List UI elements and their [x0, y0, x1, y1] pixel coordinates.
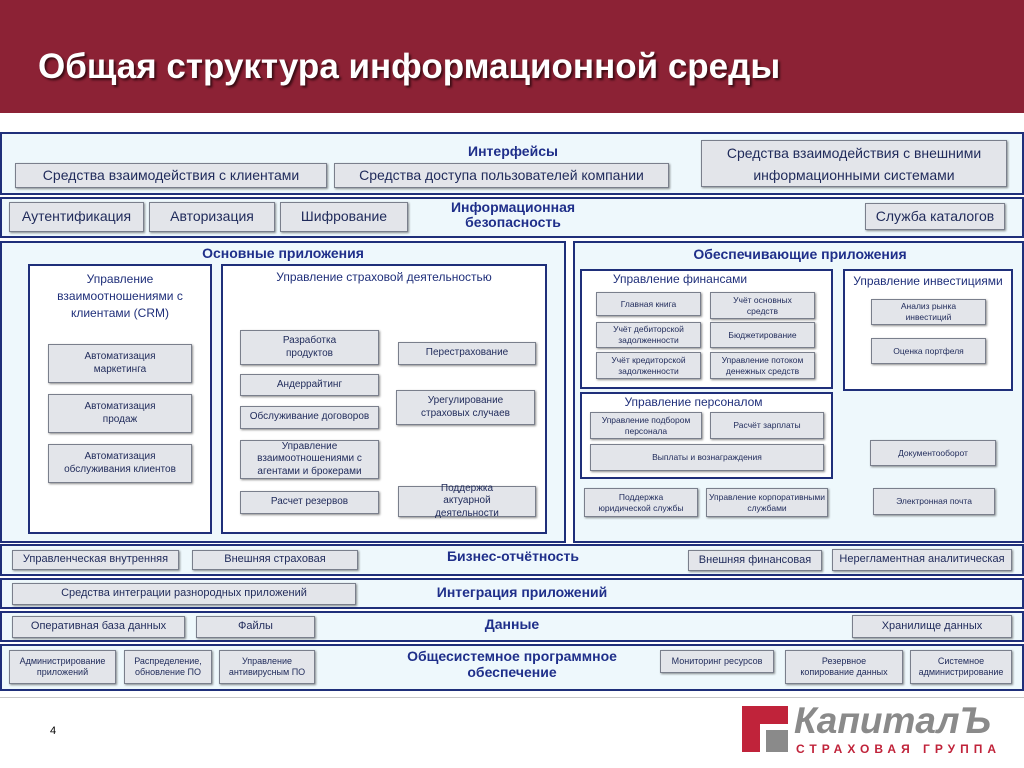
integration-tools[interactable]: Средства интеграции разнородных приложен… [12, 583, 356, 605]
company-logo: КапиталЪ СТРАХОВАЯ ГРУППА [742, 700, 1014, 764]
investment-title: Управление инвестициями [853, 274, 1003, 288]
investment-panel [843, 269, 1013, 391]
client-interaction-tools[interactable]: Средства взаимодействия с клиентами [15, 163, 327, 188]
page-title: Общая структура информационной среды [38, 47, 781, 86]
market-analysis[interactable]: Анализ рынка инвестиций [871, 299, 986, 325]
authorization-box[interactable]: Авторизация [149, 202, 275, 232]
external-financial-reporting[interactable]: Внешняя финансовая [688, 550, 822, 571]
fixed-assets[interactable]: Учёт основных средств [710, 292, 815, 319]
insurance-title: Управление страховой деятельностью [276, 270, 492, 284]
footer-divider [0, 697, 1024, 698]
support-apps-title: Обеспечивающие приложения [693, 246, 907, 262]
app-administration[interactable]: Администрирование приложений [9, 650, 116, 684]
core-apps-title: Основные приложения [202, 245, 364, 261]
user-access-tools[interactable]: Средства доступа пользователей компании [334, 163, 669, 188]
rewards[interactable]: Выплаты и вознаграждения [590, 444, 824, 471]
internal-management-reporting[interactable]: Управленческая внутренняя [12, 550, 179, 570]
system-administration[interactable]: Системное администрирование [910, 650, 1012, 684]
resource-monitoring[interactable]: Мониторинг ресурсов [660, 650, 774, 673]
budgeting[interactable]: Бюджетирование [710, 322, 815, 348]
email[interactable]: Электронная почта [873, 488, 995, 515]
data-backup[interactable]: Резервное копирование данных [785, 650, 903, 684]
claims-settlement[interactable]: Урегулирование страховых случаев [396, 390, 535, 425]
data-warehouse[interactable]: Хранилище данных [852, 615, 1012, 638]
ad-hoc-analytics[interactable]: Нерегламентная аналитическая [832, 549, 1012, 571]
logo-mark-icon [742, 706, 788, 752]
title-bar: Общая структура информационной среды [0, 0, 1024, 113]
operational-db[interactable]: Оперативная база данных [12, 616, 185, 638]
reinsurance[interactable]: Перестрахование [398, 342, 536, 365]
antivirus-management[interactable]: Управление антивирусным ПО [219, 650, 315, 684]
reporting-title: Бизнес-отчётность [446, 548, 580, 564]
interfaces-title: Интерфейсы [468, 143, 558, 159]
external-insurance-reporting[interactable]: Внешняя страховая [192, 550, 358, 570]
logo-tagline: СТРАХОВАЯ ГРУППА [796, 742, 1002, 756]
data-title: Данные [484, 616, 540, 632]
security-title: Информационная безопасность [450, 199, 576, 230]
integration-title: Интеграция приложений [436, 584, 608, 600]
product-development[interactable]: Разработка продуктов [240, 330, 379, 365]
corporate-services[interactable]: Управление корпоративными службами [706, 488, 828, 517]
actuarial-support[interactable]: Поддержка актуарной деятельности [398, 483, 536, 519]
authentication-box[interactable]: Аутентификация [9, 202, 144, 232]
receivables[interactable]: Учёт дебиторской задолженности [596, 322, 701, 348]
marketing-automation[interactable]: Автоматизация маркетинга [48, 344, 192, 383]
recruitment[interactable]: Управление подбором персонала [590, 412, 702, 439]
portfolio-valuation[interactable]: Оценка портфеля [871, 338, 986, 364]
finance-title: Управление финансами [612, 272, 748, 286]
directory-service-box[interactable]: Служба каталогов [865, 203, 1005, 230]
general-ledger[interactable]: Главная книга [596, 292, 701, 316]
logo-name: КапиталЪ [794, 700, 992, 741]
personnel-title: Управление персоналом [624, 395, 763, 409]
software-distribution[interactable]: Распределение, обновление ПО [124, 650, 212, 684]
system-software-title: Общесистемное программное обеспечение [407, 648, 617, 680]
service-automation[interactable]: Автоматизация обслуживания клиентов [48, 444, 192, 483]
encryption-box[interactable]: Шифрование [280, 202, 408, 232]
page-number: 4 [50, 725, 57, 737]
reserve-calculation[interactable]: Расчет резервов [240, 491, 379, 514]
agent-broker-relations[interactable]: Управление взаимоотношениями с агентами … [240, 440, 379, 479]
external-systems-tools[interactable]: Средства взаимодействия с внешними инфор… [701, 140, 1007, 187]
cash-flow[interactable]: Управление потоком денежных средств [710, 352, 815, 379]
crm-title: Управление взаимоотношениями с клиентами… [57, 272, 183, 320]
contract-servicing[interactable]: Обслуживание договоров [240, 406, 379, 429]
legal-support[interactable]: Поддержка юридической службы [584, 488, 698, 517]
files[interactable]: Файлы [196, 616, 315, 638]
payroll[interactable]: Расчёт зарплаты [710, 412, 824, 439]
document-flow[interactable]: Документооборот [870, 440, 996, 466]
underwriting[interactable]: Андеррайтинг [240, 374, 379, 396]
sales-automation[interactable]: Автоматизация продаж [48, 394, 192, 433]
payables[interactable]: Учёт кредиторской задолженности [596, 352, 701, 379]
